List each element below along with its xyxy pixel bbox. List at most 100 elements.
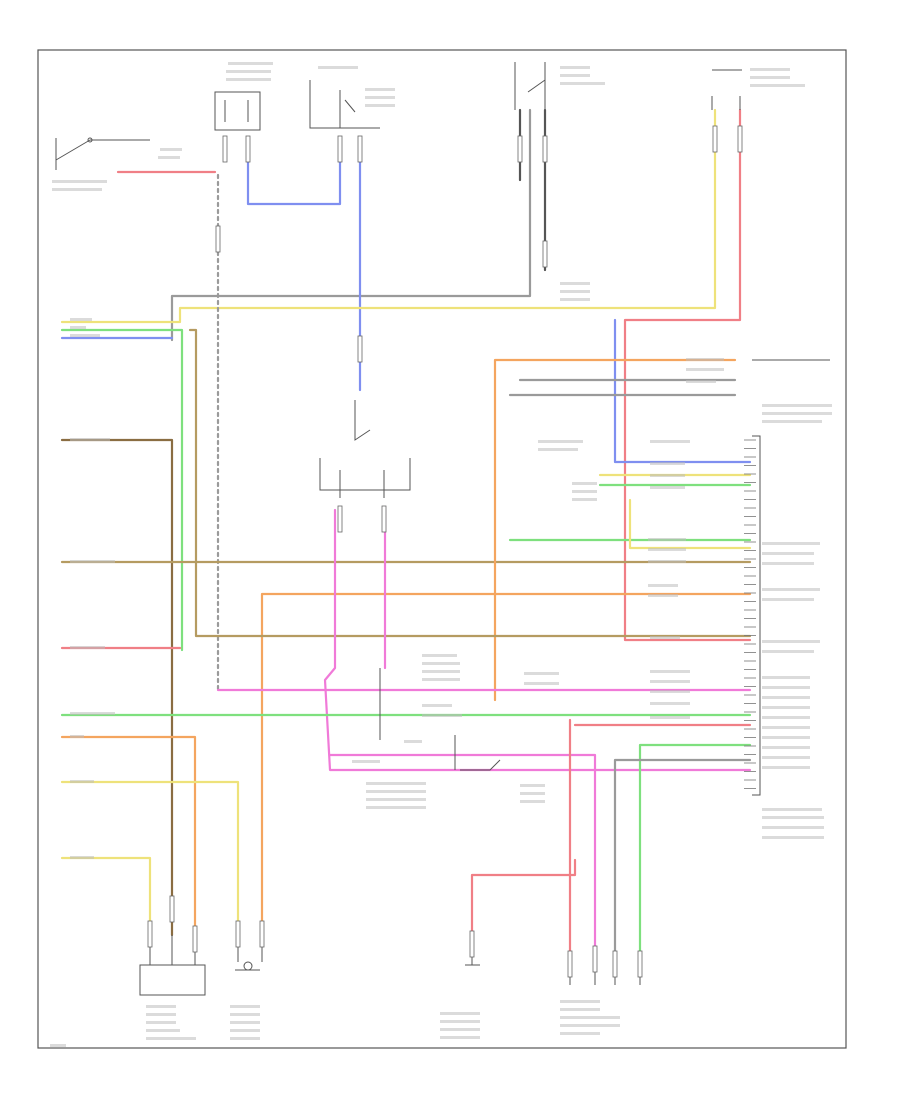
illegible-label xyxy=(762,746,810,749)
illegible-label xyxy=(762,816,824,819)
illegible-label xyxy=(226,78,271,81)
wire-brown-long xyxy=(60,438,174,937)
illegible-label xyxy=(524,682,559,685)
illegible-label xyxy=(650,486,685,489)
illegible-label xyxy=(762,826,824,829)
wires-group xyxy=(60,108,752,967)
wire-connector-mark xyxy=(259,920,265,948)
illegible-label xyxy=(422,662,460,665)
wire-connector-mark xyxy=(222,135,228,163)
wire-connector-mark xyxy=(592,945,598,973)
illegible-label xyxy=(560,1032,600,1035)
wire-connector-mark xyxy=(712,125,718,153)
wire-green-bottom xyxy=(638,743,752,967)
wire-connector-mark xyxy=(169,895,175,923)
connector-marks-group xyxy=(147,125,743,978)
illegible-label xyxy=(524,672,559,675)
illegible-label xyxy=(70,735,84,738)
tcm-connector-block xyxy=(752,359,830,796)
illegible-label xyxy=(146,1005,176,1008)
illegible-label xyxy=(520,784,545,787)
wire-blue-right xyxy=(613,318,752,464)
illegible-label xyxy=(520,800,545,803)
illegible-label xyxy=(366,790,426,793)
wire-orange-loop xyxy=(260,592,752,937)
wire-yellow-bus xyxy=(60,108,717,324)
illegible-label xyxy=(146,1037,196,1040)
illegible-label xyxy=(762,640,820,643)
illegible-label xyxy=(648,538,686,541)
illegible-label xyxy=(762,552,814,555)
illegible-label xyxy=(648,548,686,551)
illegible-label xyxy=(70,712,115,715)
illegible-label xyxy=(230,1005,260,1008)
wire-green-row xyxy=(60,328,184,652)
wire-red-lower xyxy=(568,718,752,967)
illegible-label xyxy=(762,676,810,679)
wire-red-right xyxy=(623,108,752,642)
wire-connector-mark xyxy=(469,930,475,958)
illegible-label xyxy=(146,1013,176,1016)
illegible-label xyxy=(686,380,716,383)
illegible-label xyxy=(560,282,590,285)
illegible-label xyxy=(572,498,597,501)
wire-connector-mark xyxy=(357,135,363,163)
illegible-label xyxy=(762,420,822,423)
illegible-label xyxy=(686,368,724,371)
illegible-label xyxy=(650,462,685,465)
wire-connector-mark xyxy=(215,225,221,253)
illegible-label xyxy=(762,404,832,407)
wire-blue-sensor xyxy=(246,143,342,206)
wire-connector-mark xyxy=(637,950,643,978)
illegible-label xyxy=(650,702,690,705)
illegible-label xyxy=(366,806,426,809)
wire-tan-loop xyxy=(188,328,752,638)
illegible-label xyxy=(440,1028,480,1031)
diagram-frame xyxy=(37,49,847,1049)
label-blocks-group xyxy=(50,62,832,1047)
illegible-label xyxy=(230,1037,260,1040)
wire-connector-mark xyxy=(235,920,241,948)
illegible-label xyxy=(648,560,686,563)
illegible-label xyxy=(762,706,810,709)
illegible-label xyxy=(366,782,426,785)
illegible-label xyxy=(146,1021,176,1024)
illegible-label xyxy=(146,1029,180,1032)
illegible-label xyxy=(520,792,545,795)
illegible-label xyxy=(560,1000,600,1003)
illegible-label xyxy=(160,148,182,151)
wire-connector-mark xyxy=(357,335,363,363)
illegible-label xyxy=(422,654,457,657)
wire-yellow-sensor xyxy=(60,856,152,937)
illegible-label xyxy=(560,82,605,85)
illegible-label xyxy=(650,716,690,719)
illegible-label xyxy=(366,798,426,801)
illegible-label xyxy=(762,696,810,699)
illegible-label xyxy=(762,836,824,839)
illegible-label xyxy=(572,490,597,493)
illegible-label xyxy=(404,740,422,743)
illegible-label xyxy=(572,482,597,485)
wire-connector-mark xyxy=(337,135,343,163)
illegible-label xyxy=(762,542,820,545)
illegible-label xyxy=(762,686,810,689)
illegible-label xyxy=(648,594,678,597)
illegible-label xyxy=(762,736,810,739)
illegible-label xyxy=(750,68,790,71)
illegible-label xyxy=(230,1021,260,1024)
illegible-label xyxy=(422,704,452,707)
illegible-label xyxy=(158,156,180,159)
illegible-label xyxy=(650,690,690,693)
illegible-label xyxy=(650,440,690,443)
wire-connector-mark xyxy=(192,925,198,953)
illegible-label xyxy=(538,440,583,443)
illegible-label xyxy=(762,598,814,601)
wire-connector-mark xyxy=(567,950,573,978)
illegible-label xyxy=(230,1029,260,1032)
illegible-label xyxy=(52,180,107,183)
pressure-switch-symbol xyxy=(379,668,501,771)
wire-connector-mark xyxy=(147,920,153,948)
illegible-label xyxy=(422,714,462,717)
illegible-label xyxy=(70,334,100,337)
